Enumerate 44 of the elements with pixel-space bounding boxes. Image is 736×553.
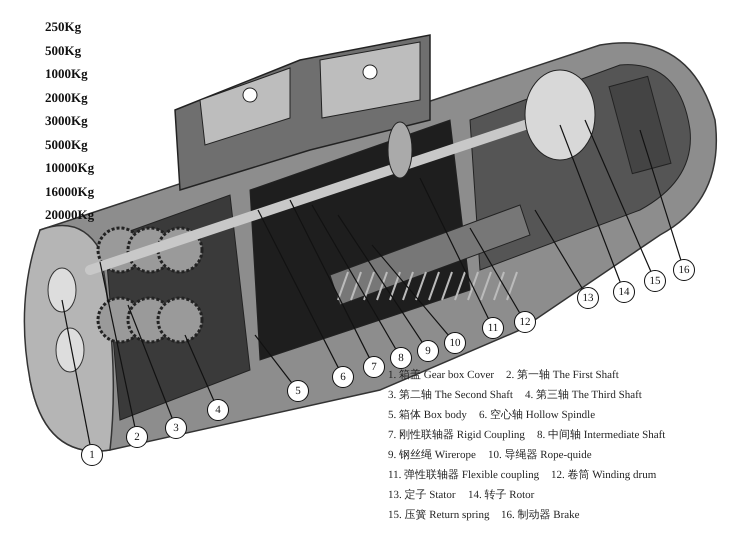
- leader-line: [289, 200, 370, 358]
- callout-number: 15: [644, 270, 666, 292]
- part-legend-text: 9. 钢丝绳 Wirerope: [388, 448, 476, 462]
- part-legend-text: 14. 转子 Rotor: [468, 488, 534, 502]
- callout-number: 13: [577, 287, 599, 309]
- part-legend-text: 7. 刚性联轴器 Rigid Coupling: [388, 428, 525, 442]
- leader-line: [469, 228, 520, 313]
- capacity-label: 2000Kg: [45, 90, 88, 104]
- leader-line: [372, 244, 448, 335]
- part-legend-text: 2. 第一轴 The First Shaft: [506, 368, 619, 382]
- callout-number: 16: [673, 259, 695, 281]
- leader-line: [127, 304, 173, 418]
- capacity-label: 5000Kg: [45, 136, 88, 152]
- part-legend-text: 12. 卷筒 Winding drum: [551, 468, 656, 482]
- capacity-label: 3000Kg: [45, 113, 88, 128]
- leader-line: [639, 130, 682, 260]
- capacity-label: 16000Kg: [45, 184, 94, 198]
- part-legend-text: 8. 中间轴 Intermediate Shaft: [537, 428, 666, 442]
- part-legend-text: 13. 定子 Stator: [388, 488, 456, 502]
- part-legend-text: 1. 箱盖 Gear box Cover: [388, 368, 494, 382]
- leader-line: [338, 214, 422, 342]
- leader-line: [99, 262, 136, 426]
- leader-line: [584, 120, 652, 272]
- part-legend-text: 11. 弹性联轴器 Flexible coupling: [388, 468, 540, 482]
- leader-line: [534, 210, 583, 289]
- part-legend-text: 16. 制动器 Brake: [501, 508, 580, 522]
- callout-number: 14: [613, 281, 635, 303]
- leader-line: [184, 334, 214, 400]
- leader-line: [254, 334, 292, 383]
- part-legend-text: 5. 箱体 Box body: [388, 408, 467, 422]
- part-legend-text: 4. 第三轴 The Third Shaft: [525, 388, 642, 402]
- part-legend-text: 15. 压簧 Return spring: [388, 508, 490, 522]
- leader-line: [257, 210, 339, 368]
- leader-line: [419, 178, 489, 318]
- capacity-label: 250Kg: [45, 19, 82, 34]
- capacity-label: 1000Kg: [45, 66, 88, 81]
- part-legend-text: 10. 导绳器 Rope-quide: [488, 448, 592, 462]
- part-legend-text: 3. 第二轴 The Second Shaft: [388, 388, 513, 402]
- callout-number: 1: [81, 444, 103, 466]
- leader-line: [61, 300, 90, 444]
- part-legend-text: 6. 空心轴 Hollow Spindle: [479, 408, 596, 422]
- capacity-label: 500Kg: [45, 42, 82, 58]
- capacity-label: 10000Kg: [45, 160, 94, 175]
- leader-line: [311, 204, 396, 349]
